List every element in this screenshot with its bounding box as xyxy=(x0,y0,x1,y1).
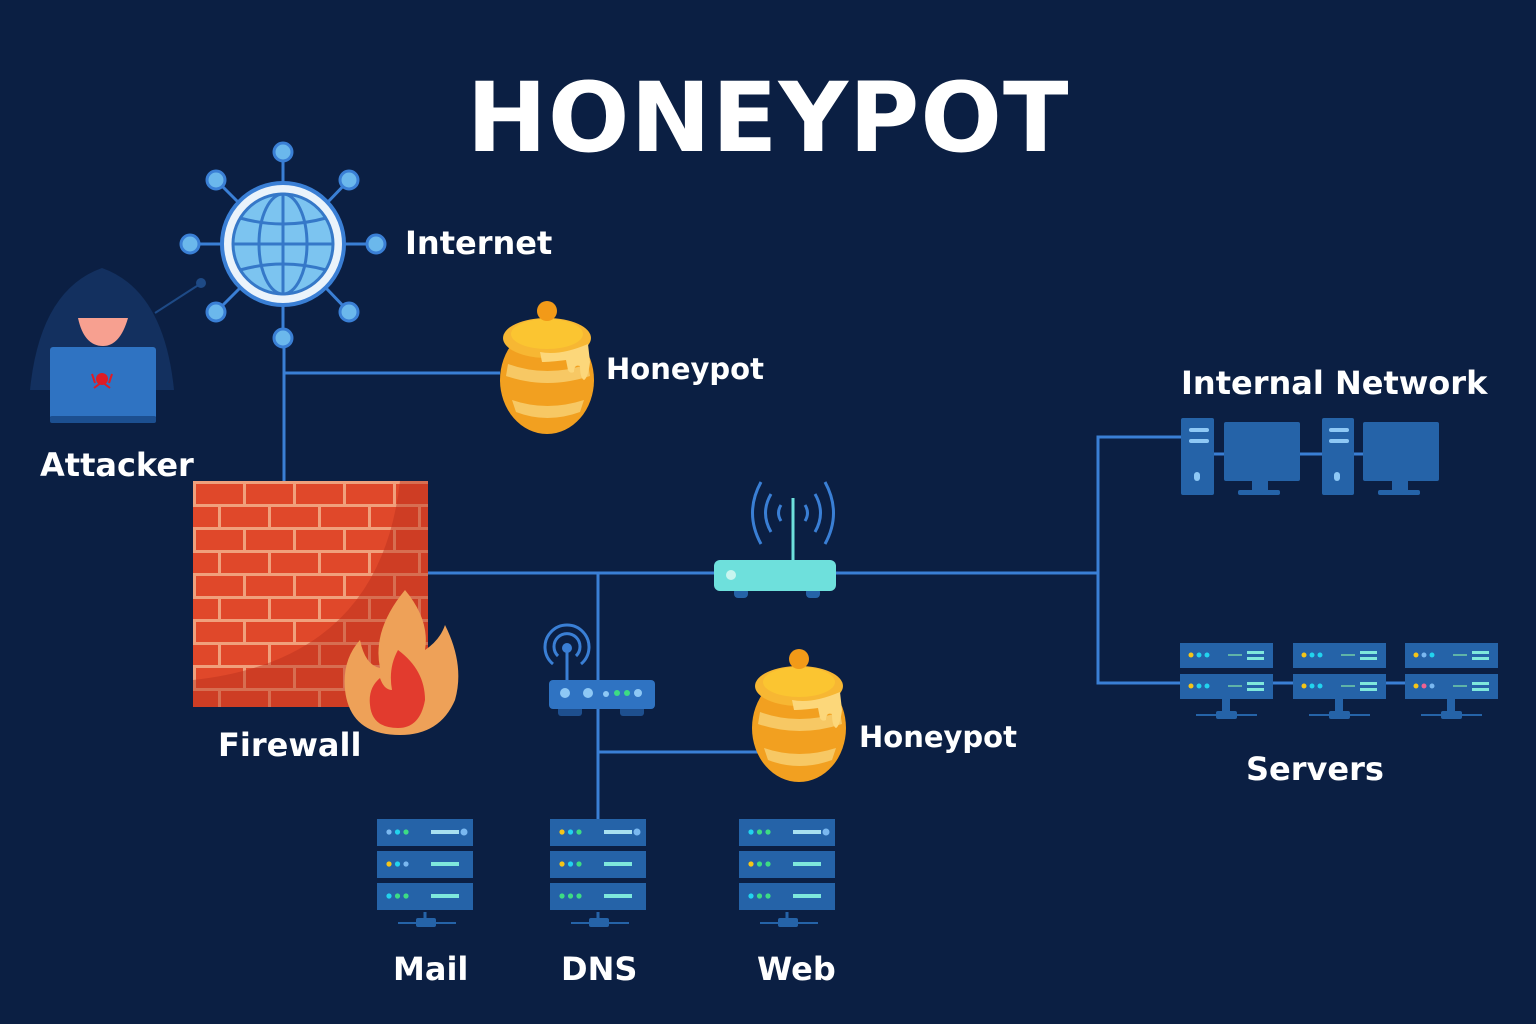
server-unit xyxy=(739,883,835,910)
link-trunk-internal xyxy=(1096,435,1182,573)
honeypot-top-label: Honeypot xyxy=(606,352,764,386)
server-unit xyxy=(550,851,646,878)
attacker-label: Attacker xyxy=(40,446,194,484)
server-unit xyxy=(1405,674,1498,699)
internet-label: Internet xyxy=(405,224,553,262)
server-unit xyxy=(550,819,646,846)
server-unit xyxy=(1180,674,1273,699)
core-router-icon[interactable] xyxy=(714,481,836,598)
diagram-title: HONEYPOT xyxy=(466,62,1070,174)
server-unit xyxy=(377,851,473,878)
dmz-router-icon[interactable] xyxy=(543,623,655,716)
server-unit xyxy=(739,819,835,846)
internal-network-label: Internal Network xyxy=(1181,364,1488,402)
server-unit xyxy=(550,883,646,910)
server-unit xyxy=(1293,674,1386,699)
workstation xyxy=(1322,418,1439,495)
mail-server-icon[interactable] xyxy=(377,819,473,927)
web-label: Web xyxy=(757,950,836,988)
servers-label: Servers xyxy=(1246,750,1384,788)
firewall-icon[interactable] xyxy=(193,481,459,735)
attacker-icon[interactable] xyxy=(30,268,206,423)
web-server-icon[interactable] xyxy=(739,819,835,927)
firewall-label: Firewall xyxy=(218,726,362,764)
server-unit xyxy=(1180,643,1273,668)
connection-lines xyxy=(282,340,1405,820)
internet-globe-icon[interactable] xyxy=(179,141,387,349)
honeypot-top-icon[interactable] xyxy=(500,301,594,434)
server-unit xyxy=(1293,643,1386,668)
dns-label: DNS xyxy=(561,950,638,988)
honeypot-bottom-icon[interactable] xyxy=(752,649,846,782)
honeypot-bottom-label: Honeypot xyxy=(859,720,1017,754)
server-unit xyxy=(377,883,473,910)
internal-network-icon[interactable] xyxy=(1181,418,1439,495)
mail-label: Mail xyxy=(393,950,469,988)
server-unit xyxy=(1405,643,1498,668)
workstation xyxy=(1181,418,1300,495)
dns-server-icon[interactable] xyxy=(550,819,646,927)
servers-group-icon[interactable] xyxy=(1180,643,1498,719)
link-trunk-servers xyxy=(1096,573,1182,685)
server-unit xyxy=(739,851,835,878)
server-unit xyxy=(377,819,473,846)
